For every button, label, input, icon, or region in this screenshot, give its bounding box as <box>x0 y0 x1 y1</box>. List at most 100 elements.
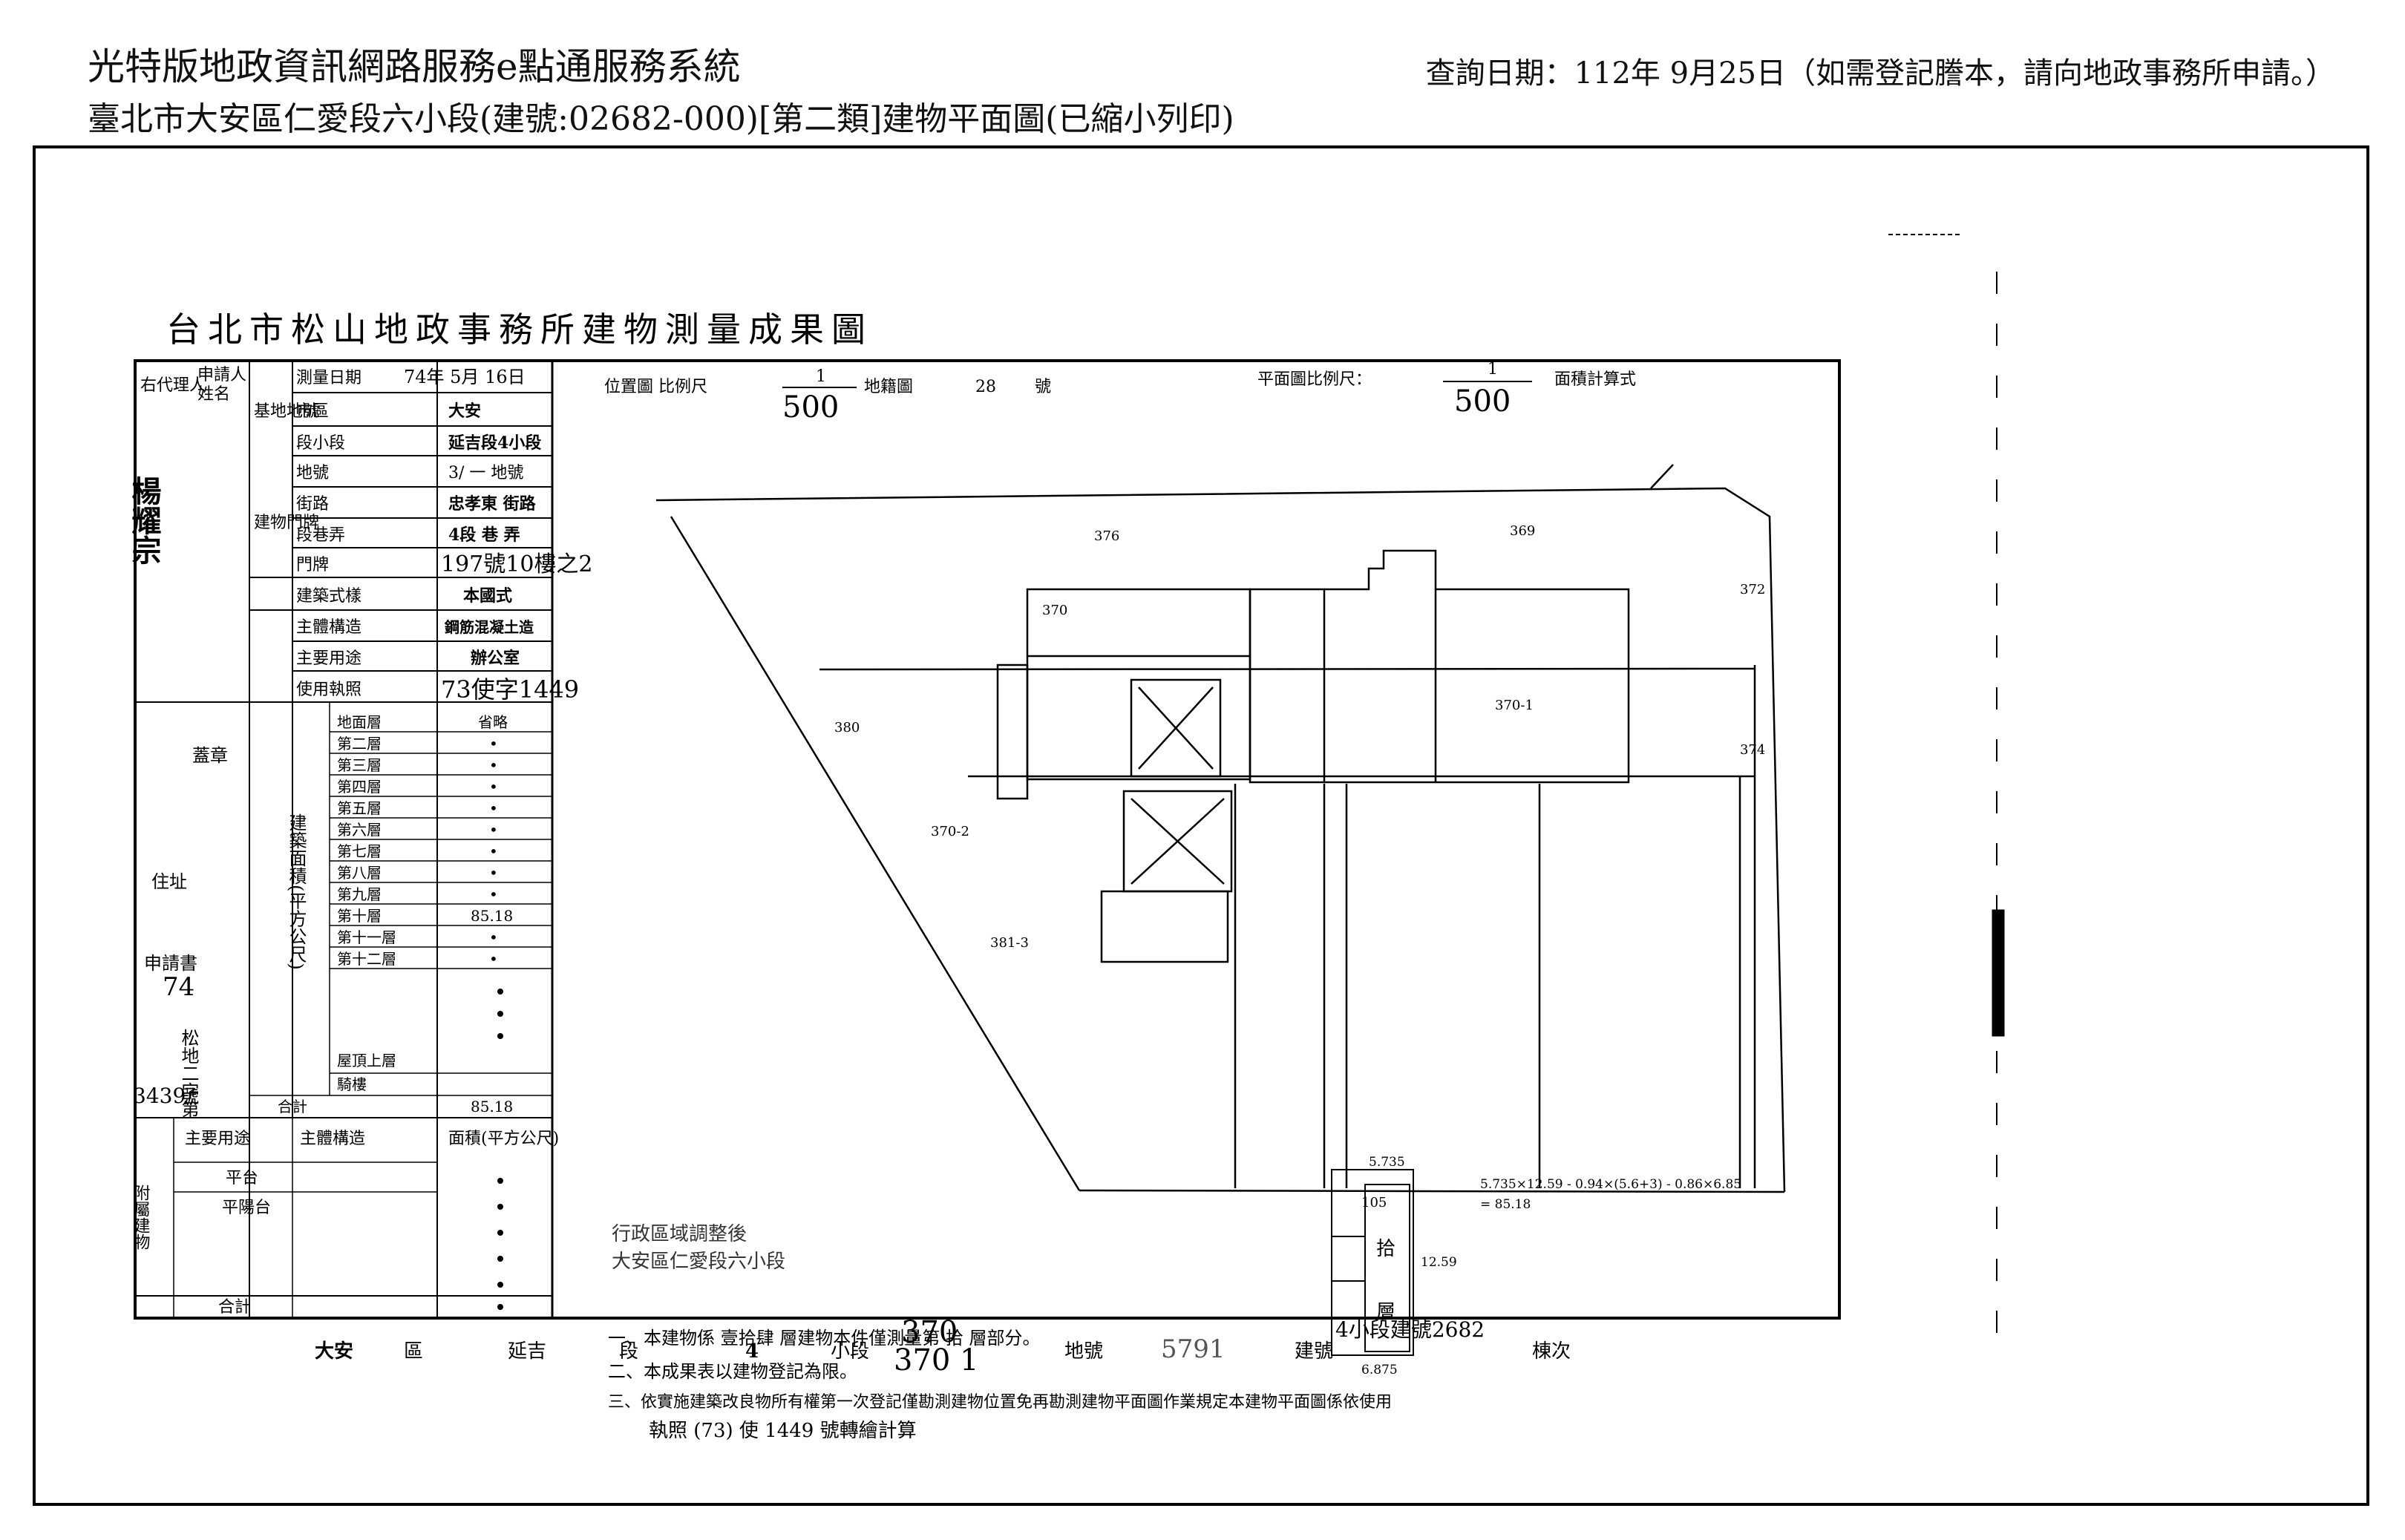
app-no-cap: 申請書 <box>144 953 197 974</box>
app-no-num: 3439 <box>133 1084 186 1108</box>
lot-label-369: 369 <box>1510 523 1535 539</box>
floor-label: 第十一層 <box>337 928 396 946</box>
office-title: 台北市松山地政事務所建物測量成果圖 <box>166 309 873 350</box>
cadastral-suffix: 號 <box>1035 378 1051 396</box>
floor-label: 第五層 <box>337 799 382 817</box>
floor-value: • <box>489 735 498 753</box>
plan-scale-den: 500 <box>1454 384 1511 419</box>
floor-value: 85.18 <box>471 907 513 925</box>
cadastral-no: 28 <box>975 378 996 396</box>
calc-formula: 5.735×12.59 - 0.94×(5.6+3) - 0.86×6.85 <box>1480 1177 1741 1192</box>
floor-label: 第二層 <box>337 735 382 753</box>
calc-side-dim: 12.59 <box>1421 1255 1457 1270</box>
cadastral-cap: 地籍圖 <box>864 378 913 396</box>
structure-cap: 主體構造 <box>296 618 361 637</box>
annex-total-cap: 合計 <box>218 1298 251 1317</box>
floor-label: 第十層 <box>337 907 382 925</box>
scanned-survey-plan: 台北市松山地政事務所建物測量成果圖 <box>127 234 2005 1442</box>
base-cap: 基地地號 <box>254 402 319 421</box>
area-section-cap: 建築面積(平方公尺) <box>286 813 307 970</box>
section-val: 延吉段4小段 <box>448 433 541 453</box>
floor-label: 第八層 <box>337 864 382 882</box>
unit-stamp-top: 拾 <box>1376 1238 1395 1260</box>
footer-sheet-cap: 棟次 <box>1532 1340 1571 1363</box>
section-cap: 段小段 <box>296 434 345 453</box>
floor-label: 第四層 <box>337 778 382 796</box>
service-title: 光特版地政資訊網路服務e點通服務系統 <box>88 45 741 88</box>
floor-value: • <box>489 864 498 882</box>
floor-label: 第九層 <box>337 885 382 903</box>
app-no-year: 74 <box>163 972 194 1002</box>
use-cap: 主要用途 <box>296 649 361 668</box>
floor-value: • <box>489 778 498 796</box>
permit-val: 73使字1449 <box>441 675 579 704</box>
annex-row: 平台 <box>226 1169 258 1187</box>
applicant-cap: 申請人 <box>197 366 246 384</box>
footer-lots-line2: 370 1 <box>894 1343 979 1377</box>
floor-label: 第三層 <box>337 756 382 774</box>
street-val: 忠孝東 街路 <box>448 494 537 514</box>
city-val: 大安 <box>448 402 481 421</box>
annex-use-cap: 主要用途 <box>185 1130 250 1148</box>
door-no-val: 197號10樓之2 <box>441 551 593 577</box>
permit-cap: 使用執照 <box>296 681 361 699</box>
lot-val: 3/ 一 地號 <box>448 464 523 482</box>
lot-label-380: 380 <box>834 720 860 735</box>
query-date: 查詢日期：112年 9月25日（如需登記謄本，請向地政事務所申請。） <box>1425 56 2335 91</box>
document-subtitle: 臺北市大安區仁愛段六小段(建號:02682-000)[第二類]建物平面圖(已縮小… <box>88 100 1234 138</box>
lot-label-372: 372 <box>1740 582 1765 597</box>
lot-cap: 地號 <box>296 464 329 482</box>
site-plan-drawing <box>655 464 1786 1193</box>
total-val: 85.18 <box>471 1098 513 1115</box>
arcade-cap: 騎樓 <box>337 1075 367 1093</box>
floor-value: • <box>489 928 498 946</box>
survey-sheet-border <box>134 359 1841 1320</box>
total-cap: 合計 <box>278 1098 307 1115</box>
area-calc-cap: 面積計算式 <box>1554 370 1636 389</box>
survey-date: 74年 5月 16日 <box>404 367 526 387</box>
footer-build-no: 5791 <box>1161 1334 1226 1364</box>
note-line: 一、本建物係 壹拾肆 層建物本件僅測量第 拾 層部分。 <box>608 1328 1041 1349</box>
lot-label-105: 105 <box>1361 1195 1387 1210</box>
floor-value: 省略 <box>478 713 508 731</box>
lot-label-370-2: 370-2 <box>931 824 969 839</box>
note-line: 執照 (73) 使 1449 號轉繪計算 <box>649 1420 917 1442</box>
seal-cap: 蓋章 <box>192 745 228 766</box>
floor-value: • <box>489 799 498 817</box>
survey-date-cap: 測量日期 <box>296 369 361 387</box>
document-frame <box>33 145 2369 1506</box>
footer-subsection: 4 <box>745 1340 759 1363</box>
floor-label: 第七層 <box>337 842 382 860</box>
floor-value: • <box>489 842 498 860</box>
stamp-line: 行政區域調整後 <box>612 1223 747 1245</box>
lane-cap: 段巷弄 <box>296 526 345 545</box>
unit-floor-sketch <box>1331 1169 1414 1356</box>
annex-area-cap: 面積(平方公尺) <box>448 1130 559 1148</box>
footer-lots-line1: 370 <box>901 1315 958 1349</box>
style-val: 本國式 <box>463 586 512 606</box>
footer-build-cap: 建號 <box>1295 1340 1333 1363</box>
calc-top-dim: 5.735 <box>1369 1155 1405 1170</box>
footer-new-no: 4小段建號2682 <box>1335 1317 1485 1342</box>
door-no-cap: 門牌 <box>296 556 329 574</box>
app-no-text: 松地二字第 <box>178 1029 199 1118</box>
extra-floor-label: 屋頂上層 <box>337 1052 396 1069</box>
floor-value: • <box>489 756 498 774</box>
city-cap: 市區 <box>296 402 329 421</box>
floor-value: • <box>489 885 498 903</box>
app-no-suffix: 號 <box>181 1087 199 1107</box>
note-line: 三、依實施建築改良物所有權第一次登記僅勘測建物位置免再勘測建物平面圖作業規定本建… <box>608 1393 1392 1412</box>
annex-cap: 附屬建物 <box>131 1185 151 1250</box>
address-cap: 住址 <box>151 871 187 892</box>
lot-label-374: 374 <box>1740 742 1765 758</box>
lot-label-376: 376 <box>1094 528 1119 544</box>
agent-name: 楊耀宗 <box>127 476 162 565</box>
street-cap: 街路 <box>296 495 329 514</box>
floor-label: 第十二層 <box>337 950 396 968</box>
location-scale-den: 500 <box>782 390 839 425</box>
annex-row: 平陽台 <box>222 1199 271 1217</box>
floor-value: • <box>489 950 498 968</box>
lot-label-370-1: 370-1 <box>1495 698 1534 713</box>
floor-value: • <box>489 821 498 839</box>
plan-scale-num: 1 <box>1488 360 1498 379</box>
